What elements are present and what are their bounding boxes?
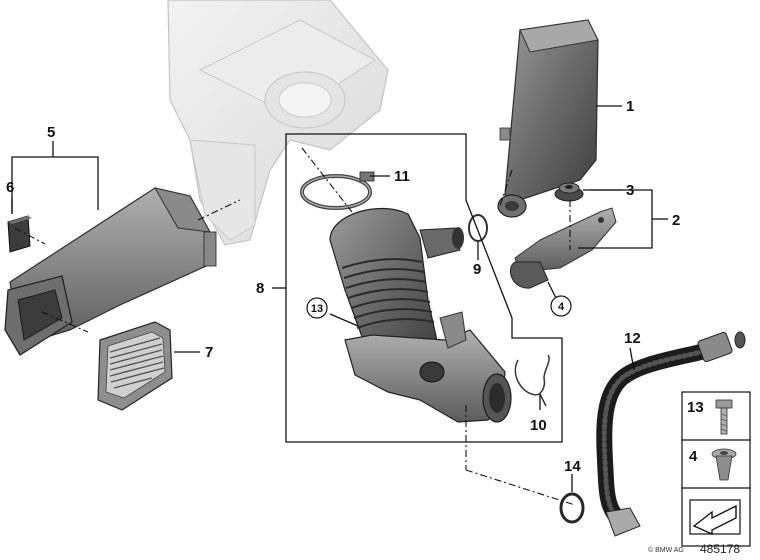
callout-4: 4 <box>558 301 565 313</box>
callout-4-circle <box>550 295 572 317</box>
hose-clamp-part <box>300 171 375 210</box>
callout-12: 12 <box>624 330 641 347</box>
callout-13-circle <box>306 297 328 319</box>
rubber-mount-part <box>7 215 32 253</box>
callout-3: 3 <box>626 182 634 199</box>
arrow-icon <box>689 499 741 536</box>
drawing-number: 485178 <box>700 542 740 556</box>
callout-11: 11 <box>394 168 410 185</box>
callout-8: 8 <box>256 280 264 297</box>
vent-hose-part <box>596 331 746 537</box>
legend-13-label: 13 <box>687 399 704 416</box>
legend-4-label: 4 <box>689 448 698 465</box>
o-ring-part <box>468 214 488 242</box>
copyright: © BMW AG <box>648 546 684 554</box>
wire-clip-part <box>514 354 550 407</box>
leader-lines <box>11 105 668 492</box>
intake-duct-part <box>329 207 512 423</box>
intake-grille-part <box>97 321 173 411</box>
resonator-part <box>497 19 599 218</box>
fastener-legend: 13 4 <box>681 391 751 547</box>
callout-7: 7 <box>205 344 213 361</box>
callout-13: 13 <box>311 303 323 315</box>
bolt-icon <box>715 399 733 435</box>
expansion-nut-icon <box>711 448 737 481</box>
holder-bracket-part <box>510 207 617 289</box>
callout-10: 10 <box>530 417 547 434</box>
callout-6: 6 <box>6 179 14 196</box>
callout-9: 9 <box>473 261 481 278</box>
intake-snorkel-part <box>4 187 217 356</box>
assembly-box-8 <box>285 133 563 443</box>
callout-1: 1 <box>626 98 634 115</box>
sealing-ring-part <box>559 492 585 524</box>
callout-5: 5 <box>47 124 55 141</box>
callout-14: 14 <box>564 458 581 475</box>
callout-2: 2 <box>672 212 680 229</box>
callouts: 1 2 3 5 6 7 8 9 10 11 12 14 13 4 <box>6 98 680 475</box>
assembly-lines <box>14 147 576 506</box>
grommet-part <box>554 182 584 202</box>
footer: © BMW AG 485178 <box>648 542 740 556</box>
air-filter-housing-ghost <box>167 0 389 246</box>
